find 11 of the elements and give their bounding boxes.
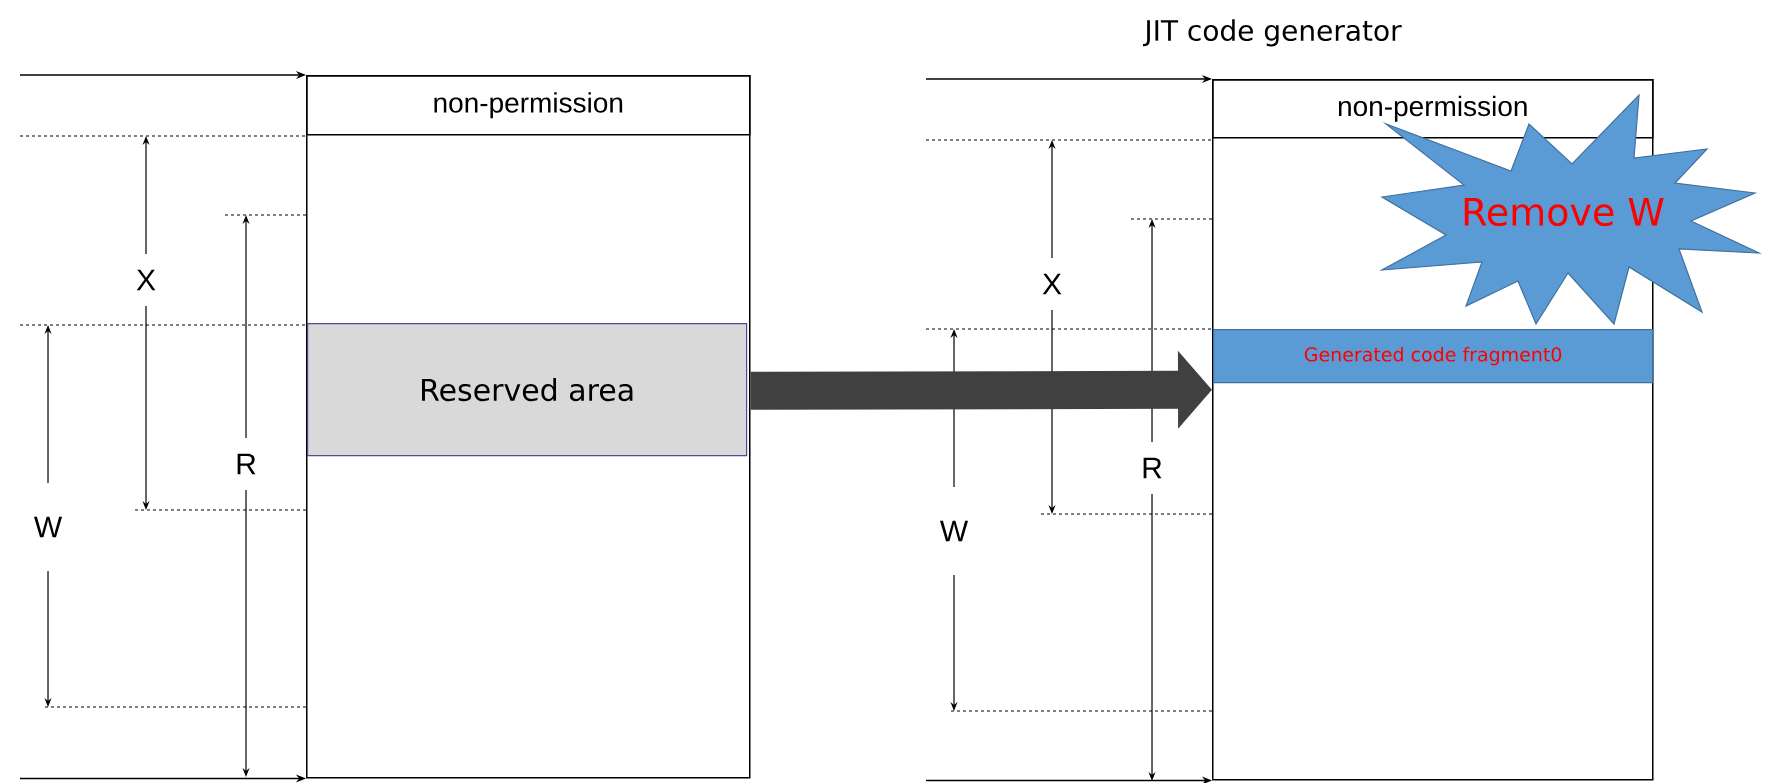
dimension-label: X [134, 254, 158, 306]
dimension-label: W [937, 487, 971, 575]
region-band: non-permission [1212, 79, 1654, 139]
heading: JIT code generator [1142, 19, 1402, 47]
dimension-label: R [233, 438, 259, 490]
region-band: non-permission [306, 75, 751, 136]
dimension-label: X [1040, 258, 1064, 310]
code-fragment-box: Generated code fragment0 [1213, 329, 1654, 384]
dimension-label: W [31, 483, 65, 571]
reserved-area-box: Reserved area [307, 323, 748, 457]
dimension-label: R [1139, 442, 1165, 494]
